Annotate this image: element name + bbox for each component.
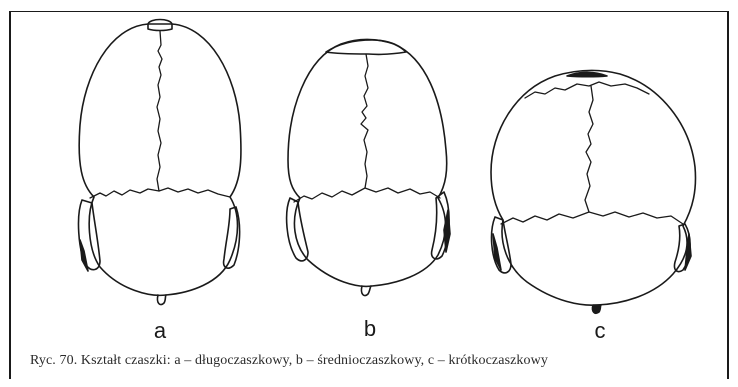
- label-a: a: [140, 318, 180, 344]
- label-c: c: [580, 318, 620, 344]
- skull-b-drawing: [276, 30, 461, 300]
- skull-a-drawing: [70, 15, 250, 310]
- label-b: b: [350, 316, 390, 342]
- figure-caption: Ryc. 70. Kształt czaszki: a – długoczasz…: [30, 353, 720, 369]
- skull-c-drawing: [485, 62, 705, 312]
